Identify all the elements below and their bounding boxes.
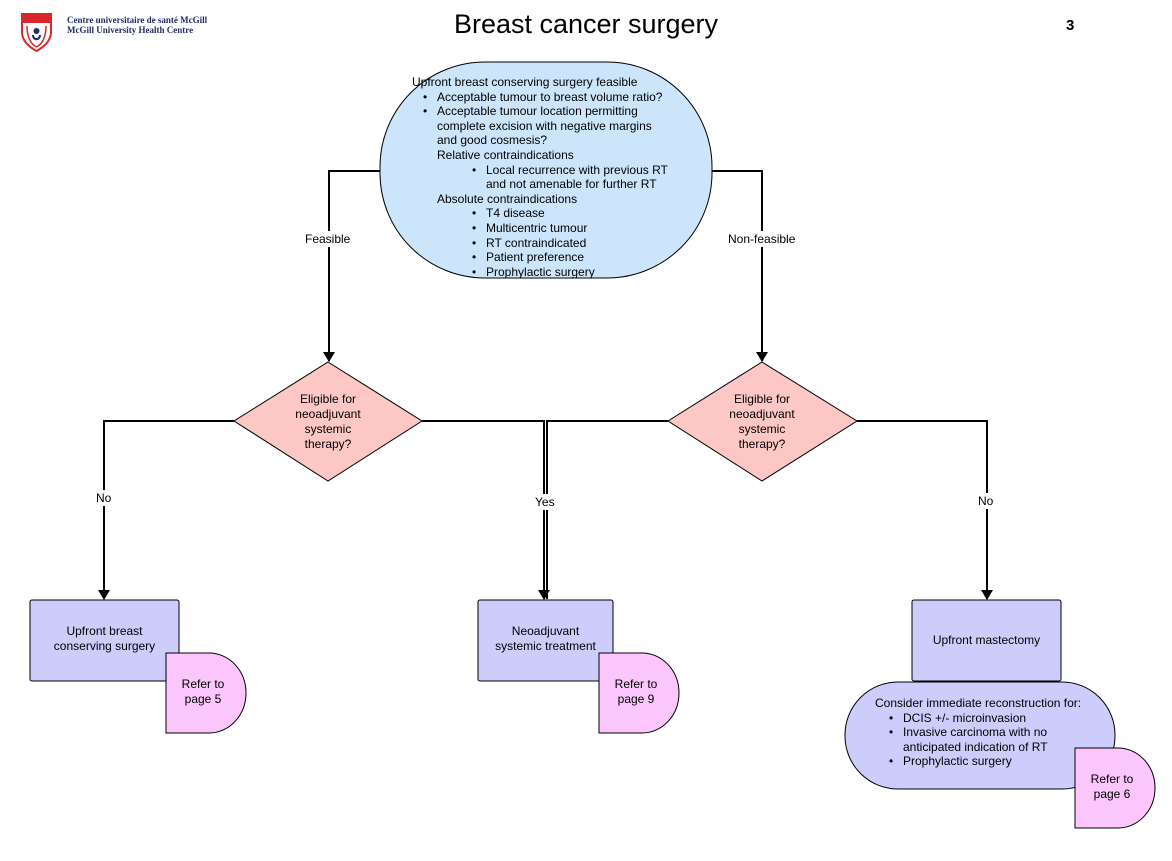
criteria-item: Acceptable tumour location permitting co… [423, 104, 712, 148]
refer-recon-text[interactable]: Refer to page 6 [1090, 772, 1134, 801]
mastectomy-box-text: Upfront mastectomy [932, 632, 1041, 647]
contraindication-item: Multicentric tumour [472, 221, 712, 236]
decision-left-text: Eligible for neoadjuvant systemic therap… [295, 392, 361, 451]
org-name-en: McGill University Health Centre [67, 25, 194, 35]
relative-contraindications-heading: Relative contraindications [437, 147, 574, 162]
connector-non-feasible [712, 170, 768, 362]
absolute-contraindications-heading: Absolute contraindications [437, 191, 578, 206]
contraindication-item: Patient preference [472, 250, 712, 265]
connector-left-yes [422, 420, 550, 600]
absolute-contraindications-list: T4 disease Multicentric tumour RT contra… [412, 206, 712, 279]
refer-shape-bcs [165, 652, 247, 734]
reconstruction-item: Prophylactic surgery [862, 754, 1102, 769]
mastectomy-box [911, 599, 1062, 682]
contraindication-item: Prophylactic surgery [472, 265, 712, 280]
edge-label-feasible: Feasible [303, 231, 353, 247]
decision-diamond-right [667, 361, 858, 482]
reconstruction-list: DCIS +/- microinvasion Invasive carcinom… [862, 711, 1102, 769]
reconstruction-text: Consider immediate reconstruction for: D… [862, 696, 1102, 769]
reconstruction-heading: Consider immediate reconstruction for: [875, 696, 1082, 710]
relative-contraindications-list: Local recurrence with previous RT and no… [412, 163, 712, 192]
organization-name: Centre universitaire de santé McGill McG… [67, 15, 207, 35]
feasibility-heading: Upfront breast conserving surgery feasib… [412, 75, 638, 89]
edge-label-no-left: No [94, 490, 114, 506]
criteria-item: Acceptable tumour to breast volume ratio… [423, 90, 712, 105]
neoadjuvant-box-text: Neoadjuvant systemic treatment [495, 624, 596, 653]
connector-feasible [323, 170, 380, 362]
refer-bcs-text[interactable]: Refer to page 5 [181, 677, 225, 706]
contraindication-item: Local recurrence with previous RT and no… [472, 163, 712, 192]
connector-left-no [98, 420, 234, 600]
bcs-box [29, 599, 180, 682]
feasibility-criteria: Upfront breast conserving surgery feasib… [412, 75, 712, 279]
decision-right-text: Eligible for neoadjuvant systemic therap… [729, 392, 795, 451]
contraindication-item: RT contraindicated [472, 236, 712, 251]
decision-diamond-left [233, 361, 423, 482]
feasibility-questions: Acceptable tumour to breast volume ratio… [412, 90, 712, 148]
edge-label-yes: Yes [533, 494, 557, 510]
edge-label-no-right: No [976, 493, 996, 509]
bcs-box-text: Upfront breast conserving surgery [53, 624, 156, 653]
mcgill-logo-icon [21, 13, 52, 52]
page-title: Breast cancer surgery [453, 9, 719, 39]
connector-right-no [857, 420, 993, 600]
reconstruction-item: DCIS +/- microinvasion [862, 711, 1102, 726]
edge-label-non-feasible: Non-feasible [726, 231, 798, 247]
org-name-fr: Centre universitaire de santé McGill [67, 15, 208, 25]
neoadjuvant-box [477, 599, 614, 682]
refer-neo-text[interactable]: Refer to page 9 [614, 677, 658, 706]
reconstruction-item: Invasive carcinoma with no anticipated i… [862, 725, 1102, 754]
refer-shape-neo [598, 652, 680, 734]
page-number: 3 [1066, 17, 1075, 34]
contraindication-item: T4 disease [472, 206, 712, 221]
connector-right-yes [546, 420, 668, 599]
